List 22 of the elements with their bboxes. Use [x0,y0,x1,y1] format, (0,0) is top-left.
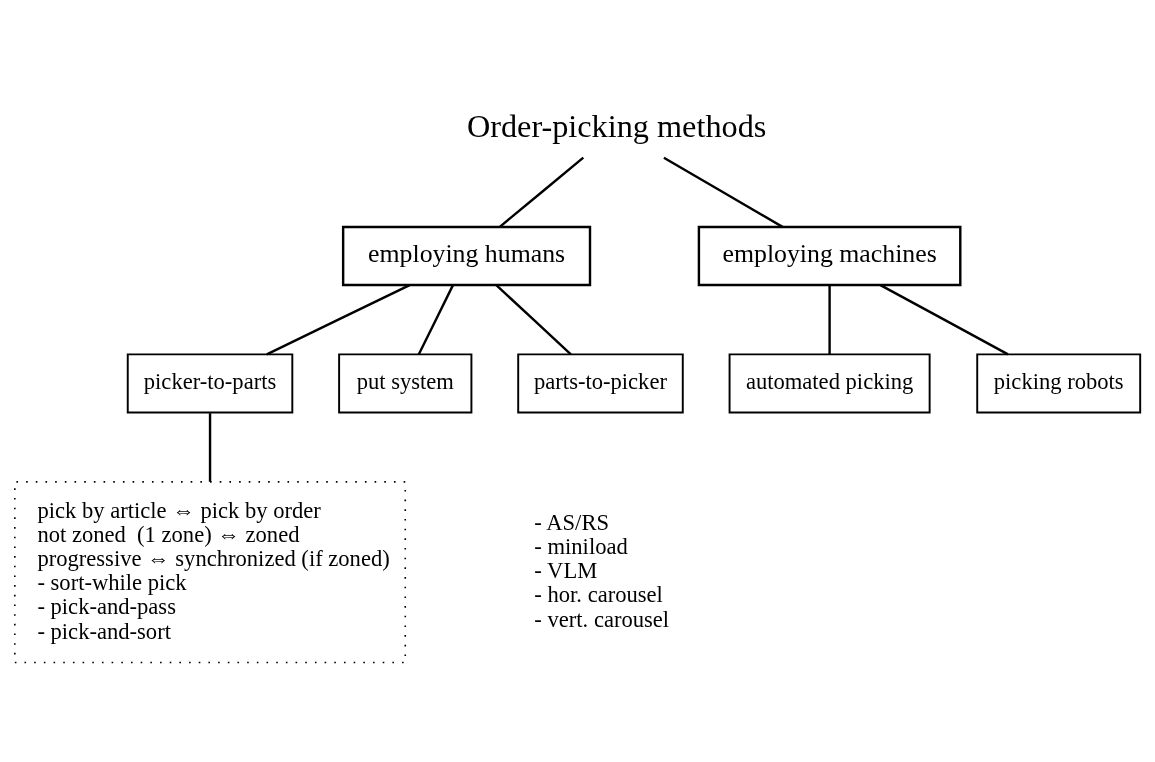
connector [208,413,212,482]
node-box: pick by article ⇔ pick by order not zoned (1 zone) ⇔ zoned progressive ⇔ synchronized (if zoned) - sort-while pick - pick-and-pass - pick-and-sort [14,481,407,664]
node-label: - hor. carousel [534,582,663,608]
node-label: - VLM [534,558,598,584]
node-box: parts-to-picker [517,353,684,414]
node-box: employing machines [697,225,962,287]
node-box: put system [338,353,473,414]
node-box: picker-to-parts [126,353,294,414]
node-box: automated picking [728,353,931,414]
node-box: picking robots [976,353,1142,414]
connector [417,284,455,355]
node-text: Order-picking methods [466,107,767,144]
connector [499,156,585,228]
node-label: - vert. carousel [534,606,670,632]
node-label: - AS/RS [534,509,610,535]
connector [879,284,1009,356]
node-label: - miniload [534,533,628,559]
connector [663,156,784,228]
connector [495,284,572,356]
connector [828,285,831,355]
connector [266,284,411,356]
node-box: employing humans [341,225,592,287]
